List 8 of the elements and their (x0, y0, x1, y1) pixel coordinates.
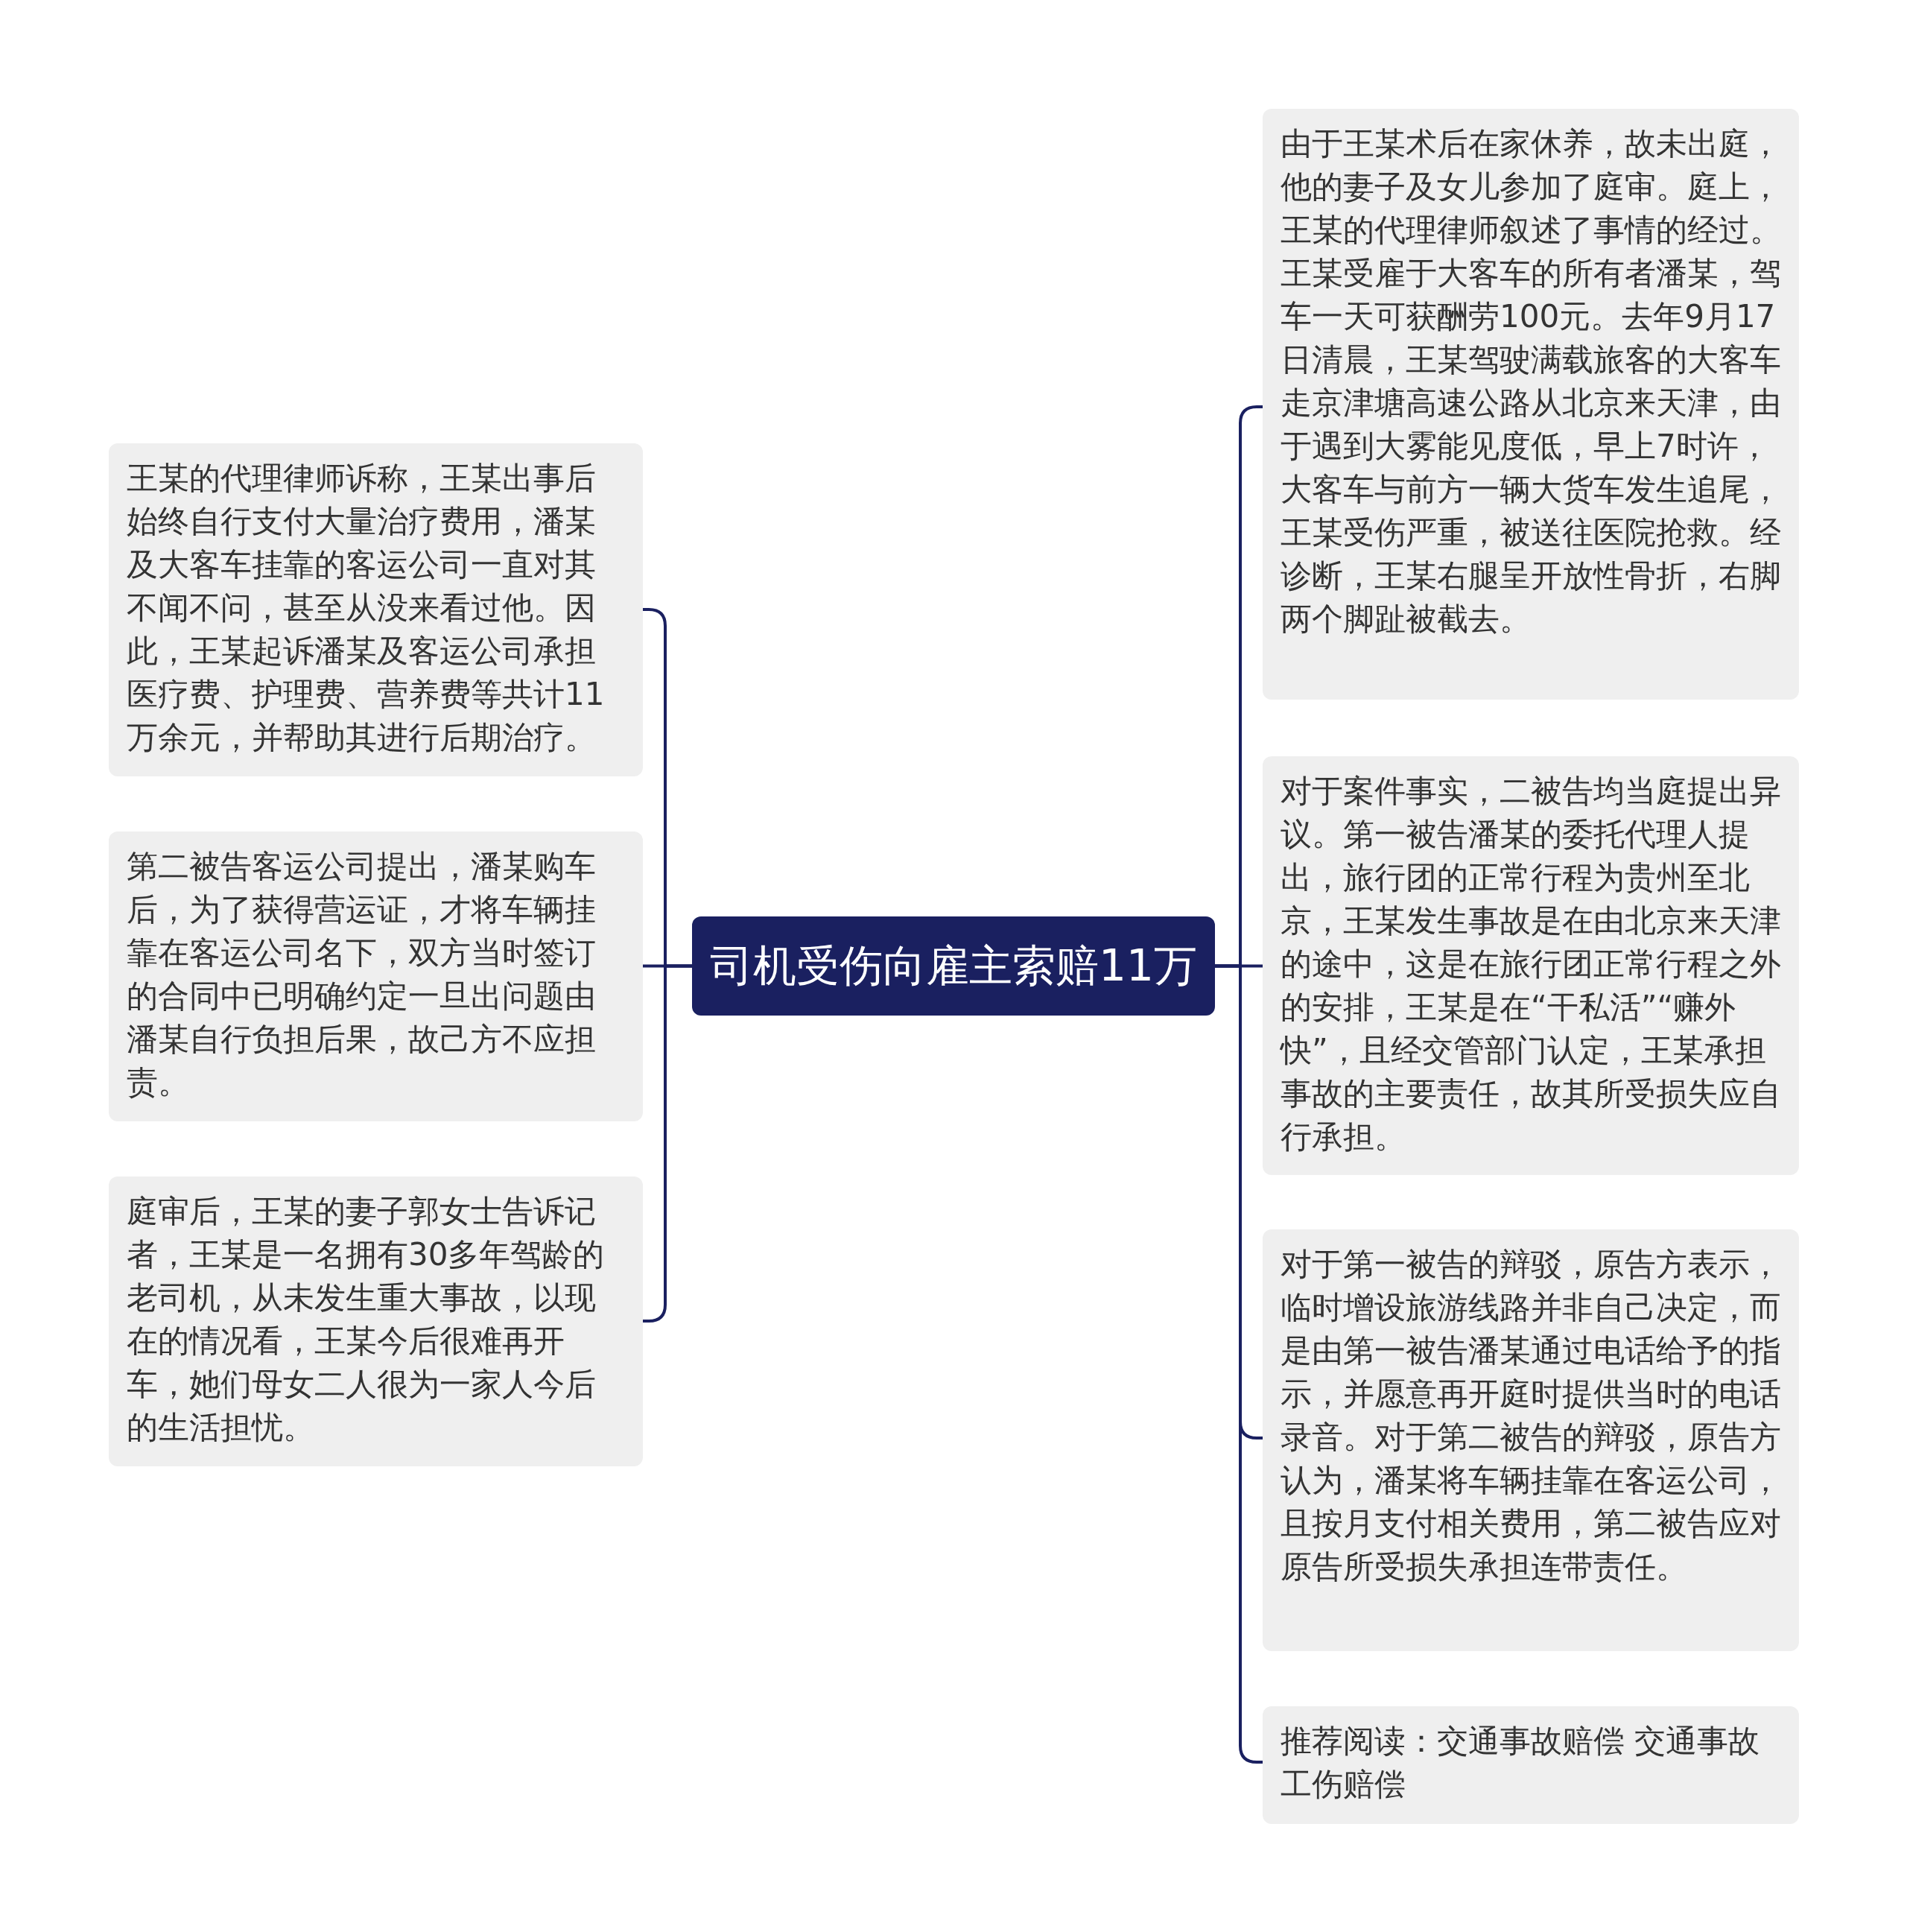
text-card: 第二被告客运公司提出，潘某购车后，为了获得营运证，才将车辆挂靠在客运公司名下，双方当时签订的合同中已明确约定一旦出问题由潘某自行负担后果，故己方不应担责。 (109, 832, 643, 1121)
text-card: 推荐阅读：交通事故赔偿 交通事故工伤赔偿 (1263, 1706, 1799, 1824)
topic-box: 司机受伤向雇主索赔11万 (692, 916, 1215, 1016)
text-card: 对于第一被告的辩驳，原告方表示，临时增设旅游线路并非自己决定，而是由第一被告潘某通过电话给予的指示，并愿意再开庭时提供当时的电话录音。对于第二被告的辩驳，原告方认为，潘某将车辆挂靠在客运公司，且按月支付相关费用，第二被告应对原告所受损失承担连带责任。 (1263, 1229, 1799, 1651)
text-card: 庭审后，王某的妻子郭女士告诉记者，王某是一名拥有30多年驾龄的老司机，从未发生重大事故，以现在的情况看，王某今后很难再开车，她们母女二人很为一家人今后的生活担忧。 (109, 1176, 643, 1466)
text-card: 对于案件事实，二被告均当庭提出异议。第一被告潘某的委托代理人提出，旅行团的正常行程为贵州至北京，王某发生事故是在由北京来天津的途中，这是在旅行团正常行程之外的安排，王某是在“干私活”“赚外快”，且经交管部门认定，王某承担事故的主要责任，故其所受损失应自行承担。 (1263, 756, 1799, 1175)
text-card: 由于王某术后在家休养，故未出庭，他的妻子及女儿参加了庭审。庭上，王某的代理律师叙述了事情的经过。王某受雇于大客车的所有者潘某，驾车一天可获酬劳100元。去年9月17日清晨，王某驾驶满载旅客的大客车走京津塘高速公路从北京来天津，由于遇到大雾能见度低，早上7时许，大客车与前方一辆大货车发生追尾，王某受伤严重，被送往医院抢救。经诊断，王某右腿呈开放性骨折，右脚两个脚趾被截去。 (1263, 109, 1799, 700)
text-card: 王某的代理律师诉称，王某出事后始终自行支付大量治疗费用，潘某及大客车挂靠的客运公司一直对其不闻不问，甚至从没来看过他。因此，王某起诉潘某及客运公司承担医疗费、护理费、营养费等共计11万余元，并帮助其进行后期治疗。 (109, 443, 643, 776)
